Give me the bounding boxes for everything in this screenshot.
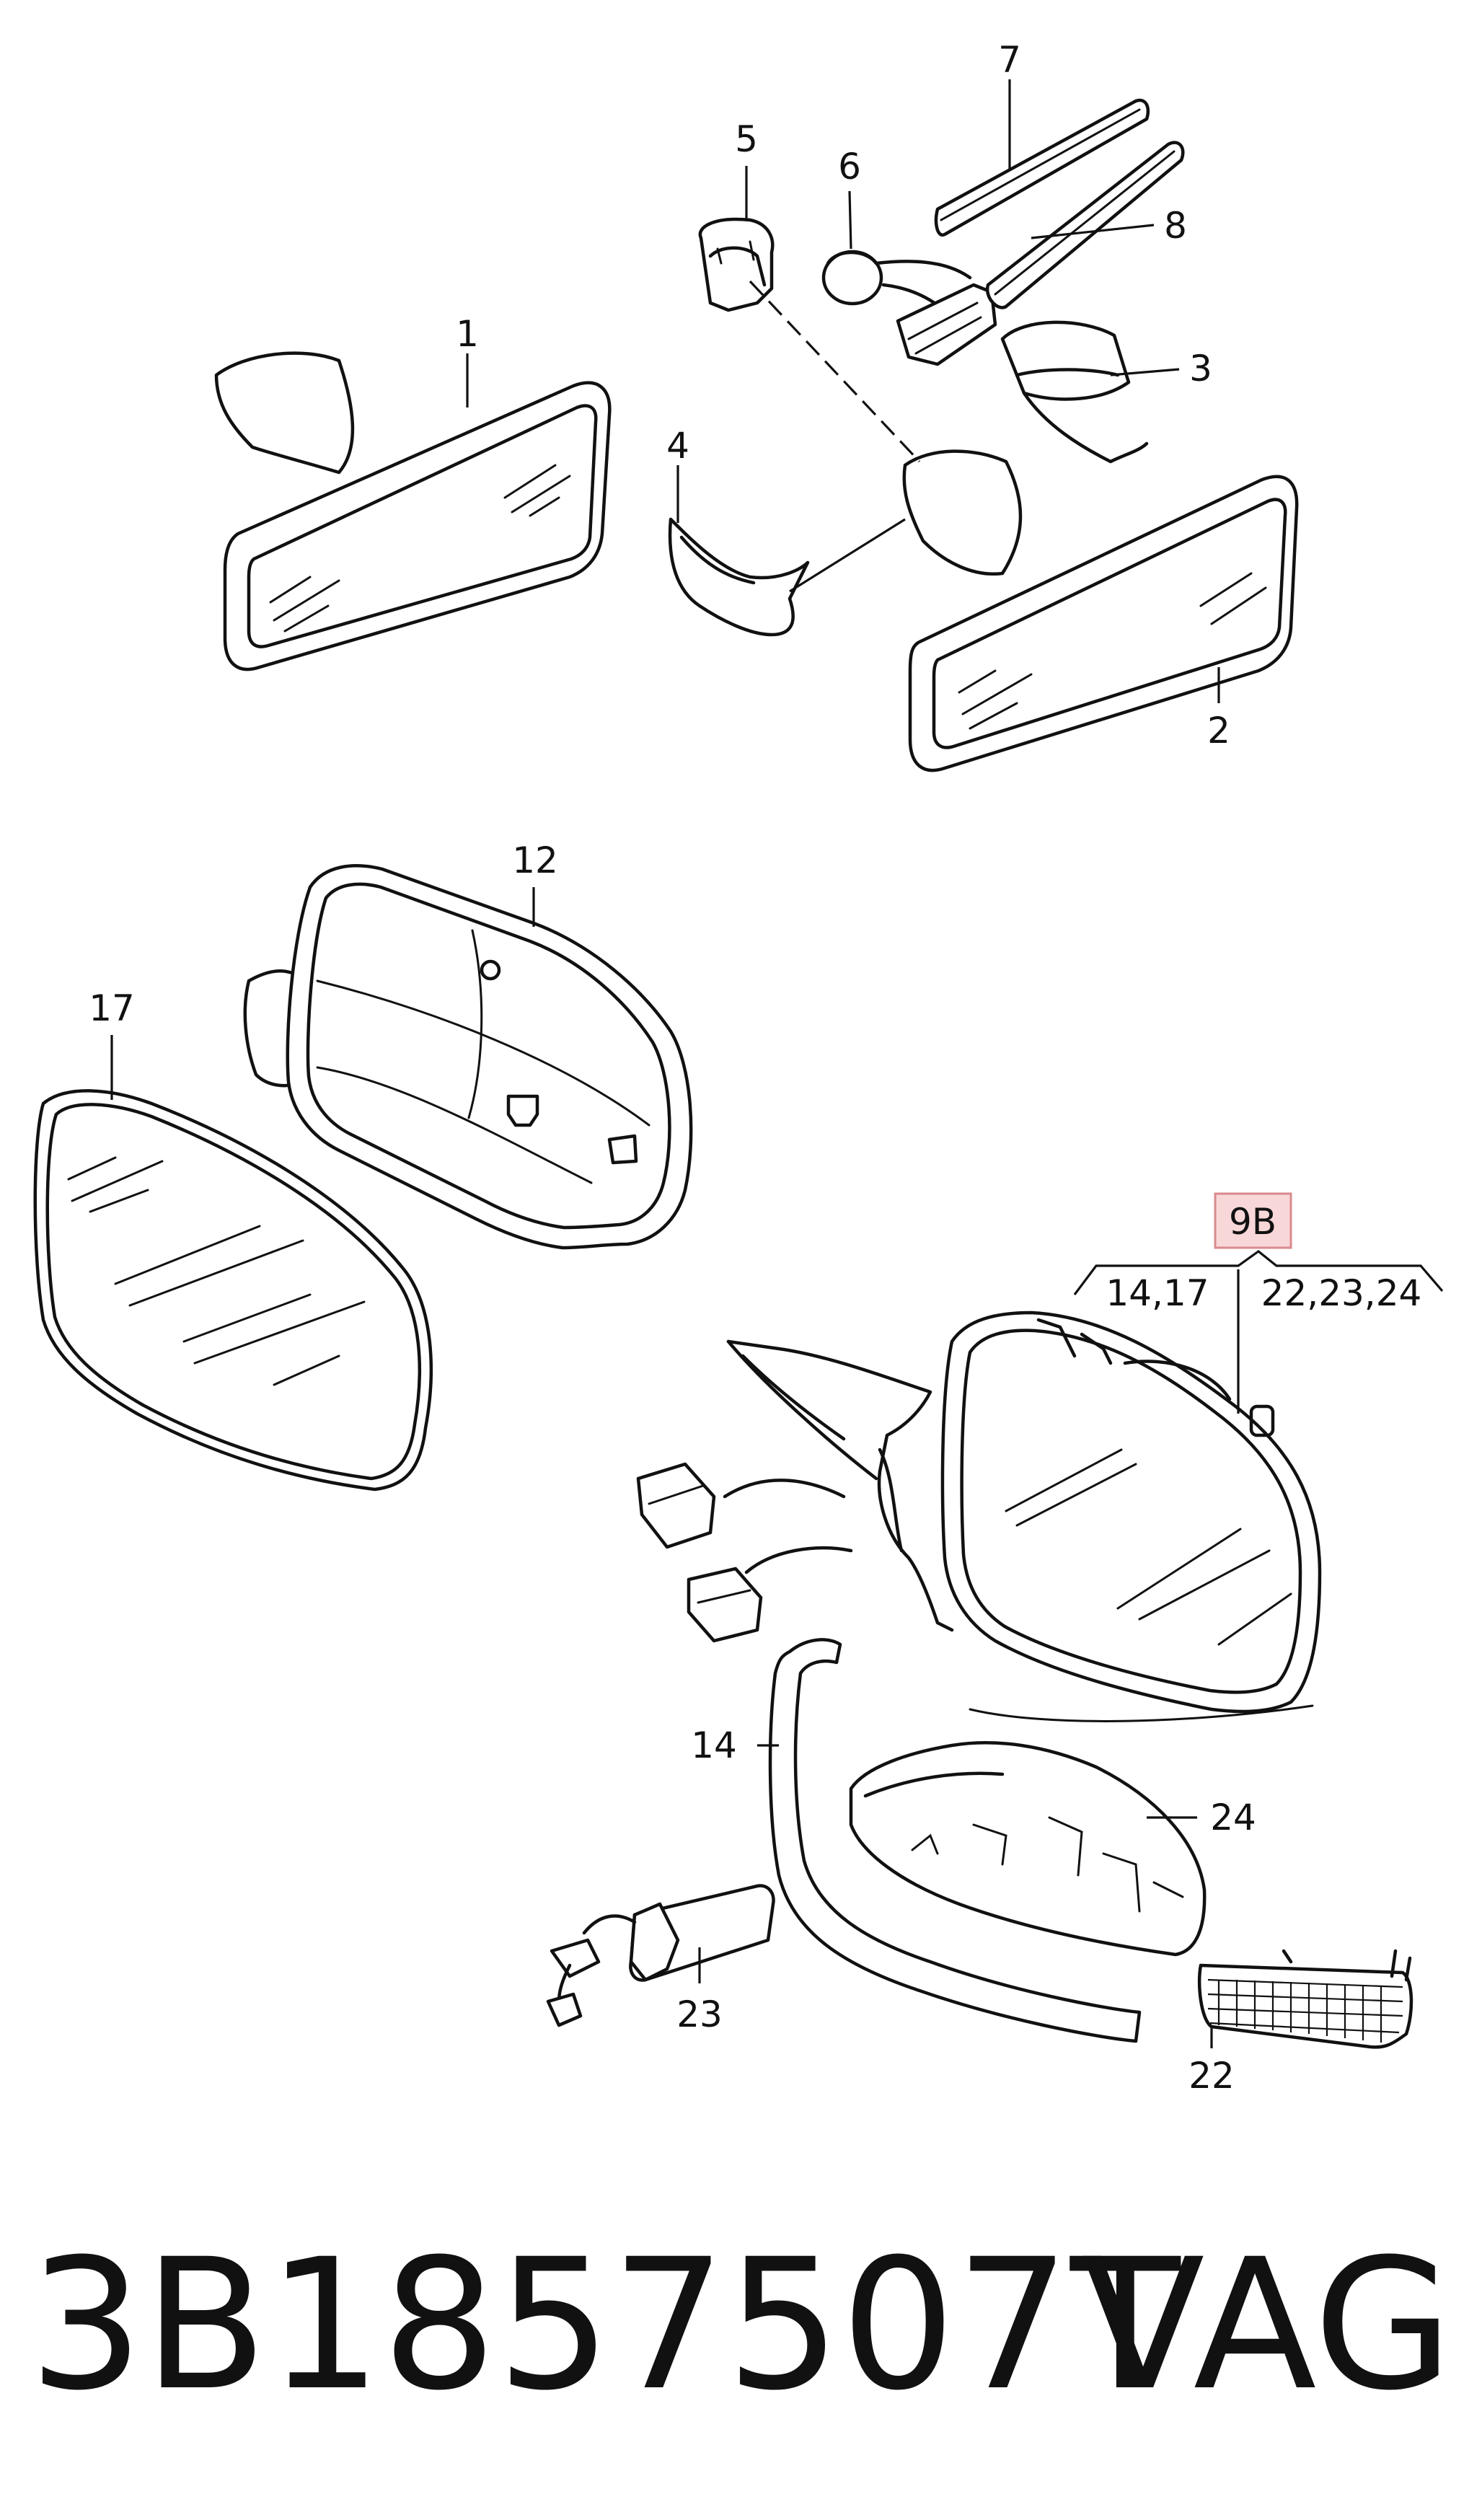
- callout-12: 12: [512, 840, 558, 881]
- mount-3: [1000, 320, 1149, 464]
- callout-7: 7: [998, 39, 1021, 81]
- strip-7: [934, 98, 1150, 237]
- interior-mirror-1: [214, 351, 612, 671]
- callout-6: 6: [838, 146, 861, 188]
- callout-3: 3: [1189, 348, 1212, 389]
- sensor-6: [821, 250, 972, 320]
- mirror-glass-17: [33, 1089, 433, 1492]
- callout-9b: 9B: [1229, 1201, 1276, 1243]
- callout-8: 8: [1164, 205, 1187, 247]
- exterior-mirror-9b: [636, 1310, 1322, 1722]
- callout-23: 23: [676, 1993, 723, 2035]
- assembly-line-4: [789, 518, 906, 593]
- callout-24: 24: [1210, 1797, 1256, 1838]
- cap-24: [849, 1741, 1207, 1957]
- connector-block: [896, 283, 997, 366]
- callout-22: 22: [1188, 2055, 1235, 2097]
- seal-14: [768, 1638, 1142, 2043]
- callout-17: 17: [89, 987, 135, 1029]
- reflector-22: [1197, 1949, 1413, 2049]
- part-number: 3B1857507T: [29, 2220, 1181, 2430]
- callout-group-right: 22,23,24: [1261, 1272, 1422, 1314]
- clip-5: [698, 217, 775, 312]
- callout-5: 5: [735, 118, 758, 160]
- callout-4: 4: [666, 425, 689, 467]
- cover-4: [668, 517, 810, 637]
- highlight-box-9b: [1214, 1192, 1292, 1249]
- assembly-line-5: [749, 280, 921, 463]
- leader-lines: [110, 79, 1444, 2048]
- callout-group-left: 14,17: [1106, 1272, 1209, 1314]
- callout-1: 1: [456, 313, 479, 355]
- callout-14: 14: [691, 1724, 737, 1766]
- strip-8: [985, 141, 1185, 309]
- brand-name: VAG: [1082, 2220, 1453, 2430]
- lamp-23: [546, 1884, 775, 2027]
- interior-mirror-2: [902, 449, 1299, 772]
- mirror-housing-12: [243, 864, 693, 1250]
- callout-2: 2: [1207, 710, 1230, 752]
